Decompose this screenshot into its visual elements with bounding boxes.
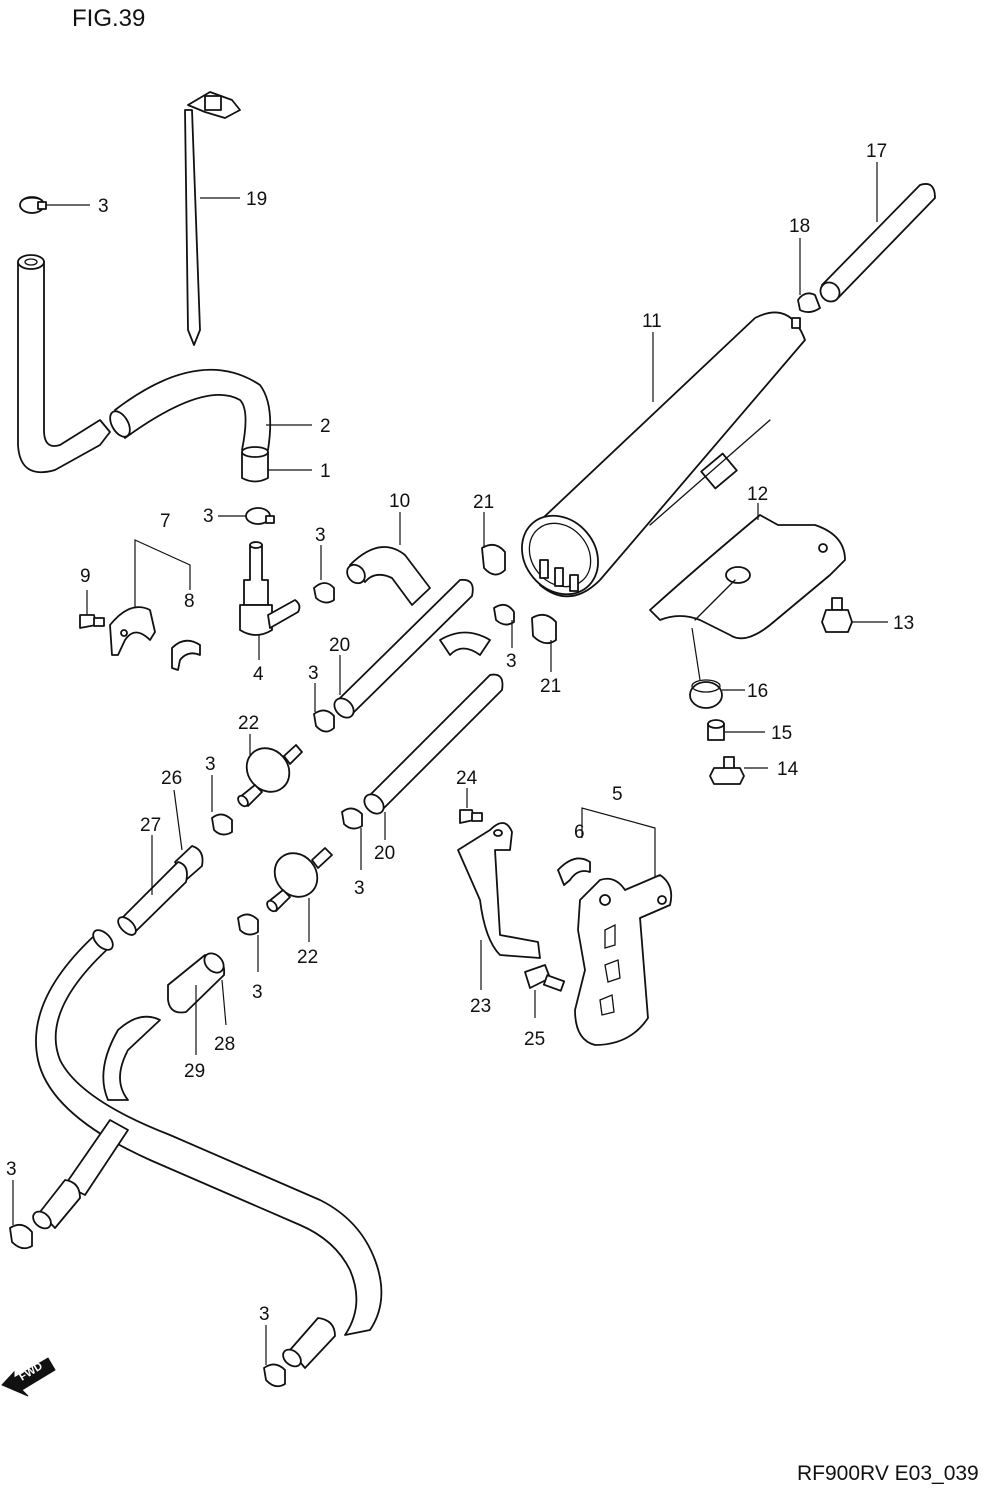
hose-2 — [17, 254, 272, 474]
clamp-3-i — [9, 1223, 33, 1250]
clamp-3-h — [237, 913, 259, 936]
label-3-e: 3 — [308, 663, 319, 684]
canister-11 — [521, 311, 806, 598]
fwd-arrow-icon: FWD — [1, 1357, 56, 1397]
label-17: 17 — [866, 141, 887, 162]
label-22-a: 22 — [238, 713, 259, 734]
cap-28-29 — [167, 952, 226, 1014]
label-3-b: 3 — [203, 506, 214, 527]
figure-title: FIG.39 — [72, 5, 145, 32]
label-3-d: 3 — [506, 651, 517, 672]
clamp-7 — [109, 606, 156, 656]
bracket-12 — [649, 514, 846, 640]
fitting-1 — [241, 446, 269, 483]
hose-20-a — [333, 578, 474, 719]
clamp-3-g — [341, 807, 363, 830]
label-14: 14 — [777, 759, 799, 780]
collar-15 — [707, 719, 725, 741]
filter-22-a — [237, 744, 303, 808]
clamp-18 — [797, 292, 821, 313]
screw-9 — [79, 614, 105, 629]
label-27: 27 — [140, 815, 161, 836]
valve-4 — [239, 541, 301, 636]
label-24: 24 — [456, 768, 478, 789]
label-3-g: 3 — [354, 878, 365, 899]
clamp-21-a — [481, 543, 506, 576]
label-3-h: 3 — [252, 982, 263, 1003]
hose-20-b — [363, 673, 504, 815]
bolt-25 — [524, 964, 566, 992]
label-16: 16 — [747, 681, 768, 702]
label-4: 4 — [253, 664, 264, 685]
label-7: 7 — [160, 511, 171, 532]
clamp-3-c — [313, 582, 335, 604]
label-20-b: 20 — [374, 843, 395, 864]
label-26: 26 — [161, 768, 182, 789]
label-3-a: 3 — [98, 196, 109, 217]
clip-6 — [557, 857, 591, 886]
label-3-j: 3 — [259, 1304, 270, 1325]
label-25: 25 — [524, 1029, 545, 1050]
label-22-b: 22 — [297, 947, 318, 968]
label-3-c: 3 — [315, 525, 326, 546]
label-13: 13 — [893, 613, 914, 634]
label-18: 18 — [789, 216, 810, 237]
label-29: 29 — [184, 1061, 205, 1082]
label-8: 8 — [184, 591, 195, 612]
bolt-13 — [821, 597, 853, 633]
hose-17 — [819, 183, 936, 303]
label-5: 5 — [612, 784, 623, 805]
label-28: 28 — [214, 1034, 235, 1055]
clamp-3-top — [19, 196, 47, 214]
bolt-14 — [709, 756, 745, 785]
clamp-21-b — [531, 613, 557, 645]
clamp-3-f — [211, 813, 233, 836]
label-20-a: 20 — [329, 635, 350, 656]
clamp-3-d — [493, 603, 515, 626]
clip-8 — [171, 639, 201, 671]
label-21-b: 21 — [540, 676, 561, 697]
label-2: 2 — [320, 416, 331, 437]
clamp-3-b — [245, 507, 275, 525]
grommet-16 — [689, 679, 723, 709]
hose-10 — [346, 546, 491, 656]
label-3-f: 3 — [205, 754, 216, 775]
cable-tie-19 — [184, 91, 241, 346]
bracket-23 — [457, 822, 541, 959]
diagram-code: RF900RV E03_039 — [797, 1462, 979, 1485]
bracket-5 — [574, 874, 673, 1046]
label-9: 9 — [80, 566, 91, 587]
tube-27 — [117, 861, 188, 936]
label-3-i: 3 — [6, 1159, 17, 1180]
label-11: 11 — [642, 311, 662, 332]
label-6: 6 — [574, 822, 585, 843]
label-23: 23 — [470, 996, 491, 1017]
label-15: 15 — [771, 723, 792, 744]
screw-24 — [459, 809, 483, 824]
label-19: 19 — [246, 189, 267, 210]
label-10: 10 — [389, 491, 410, 512]
filter-22-b — [266, 847, 333, 913]
hose-lower — [32, 929, 383, 1369]
clamp-3-j — [263, 1363, 286, 1388]
label-12: 12 — [747, 484, 768, 505]
label-21-a: 21 — [473, 492, 494, 513]
label-1: 1 — [320, 461, 331, 482]
clamp-3-e — [313, 709, 335, 733]
